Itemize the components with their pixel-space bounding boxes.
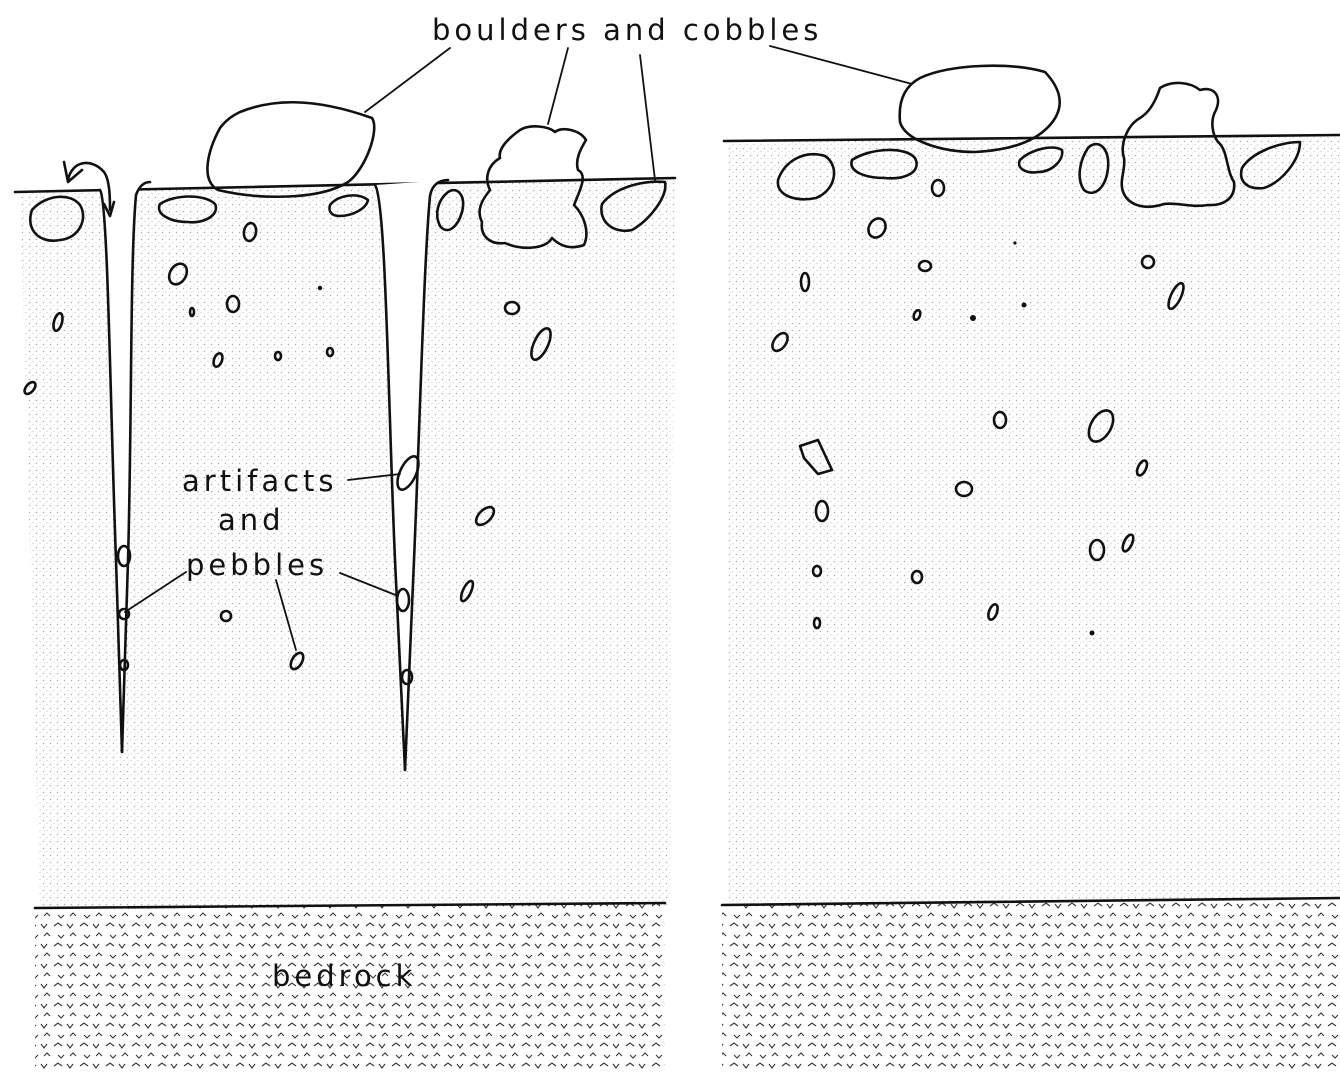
label-leaders-right — [770, 46, 912, 84]
label-boulders-and-cobbles: boulders and cobbles — [432, 13, 822, 47]
label-bedrock: bedrock — [272, 959, 416, 993]
right-profile — [722, 46, 1340, 1070]
label-pebbles: pebbles — [186, 548, 328, 582]
boulder-large-left — [207, 102, 374, 196]
label-artifacts: artifacts — [182, 464, 338, 498]
label-and: and — [218, 503, 285, 537]
left-profile — [15, 48, 675, 1070]
right-bedrock — [722, 898, 1340, 1070]
